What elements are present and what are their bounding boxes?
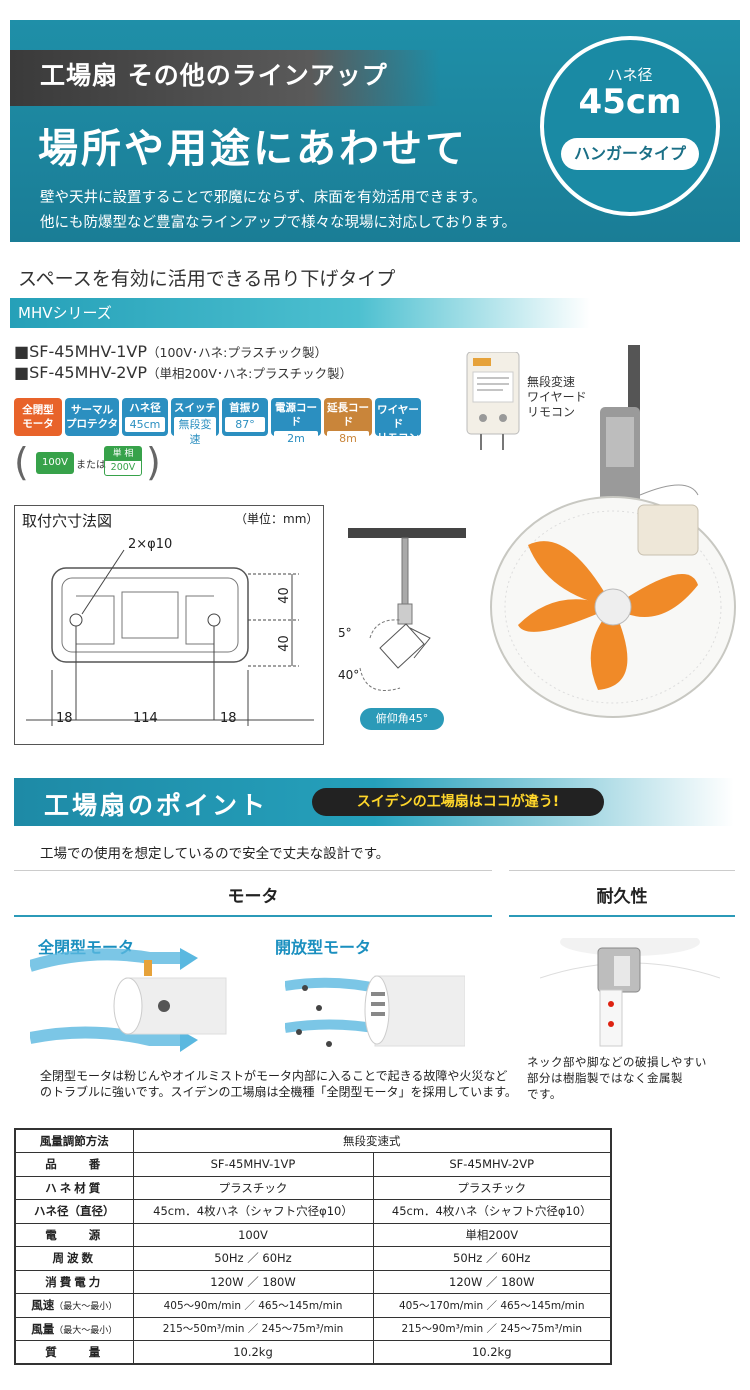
tilt-angle-diagram [348,528,466,691]
banner-headline: 場所や用途にあわせて [38,126,468,172]
model-1: ■SF-45MHV-1VP（100V･ハネ:プラスチック製） [14,342,328,361]
paren-open: ( [14,440,29,484]
durability-image [540,938,720,1047]
model-2: ■SF-45MHV-2VP（単相200V･ハネ:プラスチック製） [14,363,353,382]
durability-line [509,915,735,917]
badge-label: ハネ径 [607,66,653,84]
open-motor-image [285,975,465,1047]
motor-line [14,915,492,917]
remote-label: 無段変速 ワイヤード リモコン [527,375,587,419]
series-bar: MHVシリーズ [10,298,590,328]
dim-w2: 114 [133,711,158,726]
table-row: ハネ径（直径） 45cm．4枚ハネ（シャフト穴径φ10） 45cm．4枚ハネ（シ… [14,1199,612,1224]
badge-size: 45cm [578,82,682,122]
product-subhead: スペースを有効に活用できる吊り下げタイプ [18,268,396,290]
dimension-unit: （単位：mm） [235,512,319,526]
remote-controller-image [466,352,520,450]
durability-title: 耐久性 [596,887,648,907]
mounting-hole-diagram [26,549,314,726]
table-row: ハネ材質 プラスチック プラスチック [14,1175,612,1200]
voltage-or: または [76,460,106,471]
dim-angle2: 40° [338,668,360,682]
points-title: 工場扇のポイント [44,791,269,820]
tilt-label: 俯仰角45° [360,708,444,730]
motor-top-line [14,870,492,871]
paren-close: ) [146,440,161,484]
dim-hole-label: 2×φ10 [128,537,173,552]
hanger-fan-image [490,345,736,718]
table-row: 消費電力 120W ／ 180W 120W ／ 180W [14,1269,612,1294]
points-pill: スイデンの工場扇はココが違う! [312,788,604,816]
spec-table: 風量調節方法 無段変速式 品 番 SF-45MHV-1VP SF-45MHV-2… [14,1128,612,1365]
points-bar: 工場扇のポイント スイデンの工場扇はココが違う! [14,778,734,826]
spec-box: スイッチ無段変速 [171,398,219,447]
banner-desc: 壁や天井に設置することで邪魔にならず、床面を有効活用できます。 他にも防爆型など… [40,190,517,231]
table-row: 電 源 100V 単相200V [14,1222,612,1247]
banner-tag: 工場扇 その他のラインアップ [40,61,388,90]
dim-angle1: 5° [338,626,352,640]
durability-desc: ネック部や脚などの破損しやすい 部分は樹脂製ではなく金属製 です。 [527,1055,707,1101]
dimension-title: 取付穴寸法図 [22,512,113,530]
tag-bar [10,50,440,106]
points-desc: 工場での使用を想定しているので安全で丈夫な設計です。 [40,846,390,862]
size-badge: ハネ径 45cm ハンガータイプ [540,36,720,216]
voltage-200v: 単 相 200V [104,446,142,476]
spec-box: ワイヤードリモコン [375,398,421,444]
closed-motor-image [30,948,227,1052]
spec-box: 全閉型モータ [14,398,62,436]
open-motor-heading: 開放型モータ [275,938,372,957]
table-row: 風量（最大〜最小） 215〜50m³/min ／ 245〜75m³/min 21… [14,1316,612,1341]
dimension-diagram-frame [14,505,324,745]
voltage-100v: 100V [36,452,74,474]
dim-w1: 18 [56,711,73,726]
badge-type: ハンガータイプ [561,138,699,170]
dim-h2: 40 [276,635,292,652]
spec-box: サーマルプロテクター [65,398,119,444]
dim-w3: 18 [220,711,237,726]
durability-top-line [509,870,735,871]
table-row: 周波数 50Hz ／ 60Hz 50Hz ／ 60Hz [14,1246,612,1271]
motor-desc: 全閉型モータは粉じんやオイルミストがモータ内部に入ることで起きる故障や火災など … [40,1069,517,1099]
motor-title: モータ [227,887,279,907]
dim-h1: 40 [276,587,292,604]
table-row: 風量調節方法 無段変速式 [14,1128,612,1153]
table-row: 風速（最大〜最小） 405〜90m/min ／ 465〜145m/min 405… [14,1293,612,1318]
table-row: 品 番 SF-45MHV-1VP SF-45MHV-2VP [14,1152,612,1177]
table-row: 質 量 10.2kg 10.2kg [14,1340,612,1365]
